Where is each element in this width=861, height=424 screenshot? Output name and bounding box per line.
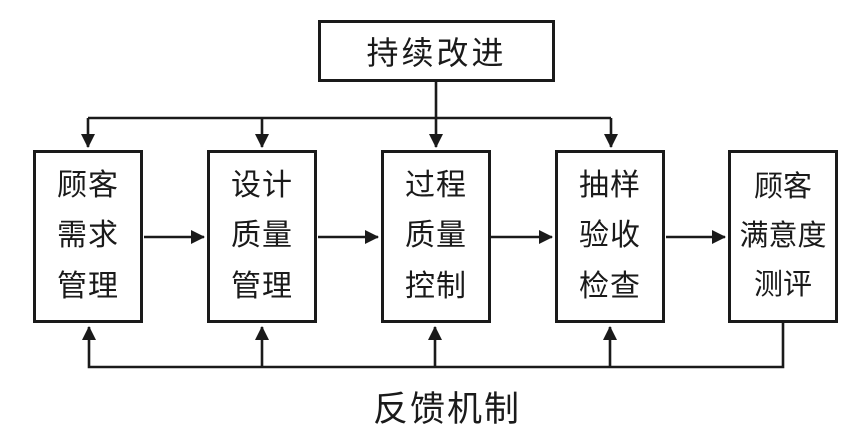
feedback-mechanism-label: 反馈机制 <box>372 390 521 424</box>
process-box-sampling-acceptance-inspection: 抽样 验收 检查 <box>555 150 665 323</box>
title-box-label: 持续改进 <box>366 35 507 71</box>
process-box-design-quality-management: 设计 质量 管理 <box>207 150 317 323</box>
process-box-customer-satisfaction-evaluation: 顾客 满意度 测评 <box>728 150 838 323</box>
title-box-continuous-improvement: 持续改进 <box>318 20 555 82</box>
process-box-customer-requirements-management: 顾客 需求 管理 <box>33 150 143 323</box>
process-box-label: 顾客 满意度 测评 <box>739 171 827 301</box>
process-box-label: 设计 质量 管理 <box>231 168 293 303</box>
process-box-label: 过程 质量 控制 <box>405 168 467 303</box>
process-box-process-quality-control: 过程 质量 控制 <box>381 150 491 323</box>
process-box-label: 抽样 验收 检查 <box>579 168 641 303</box>
process-box-label: 顾客 需求 管理 <box>57 168 119 303</box>
